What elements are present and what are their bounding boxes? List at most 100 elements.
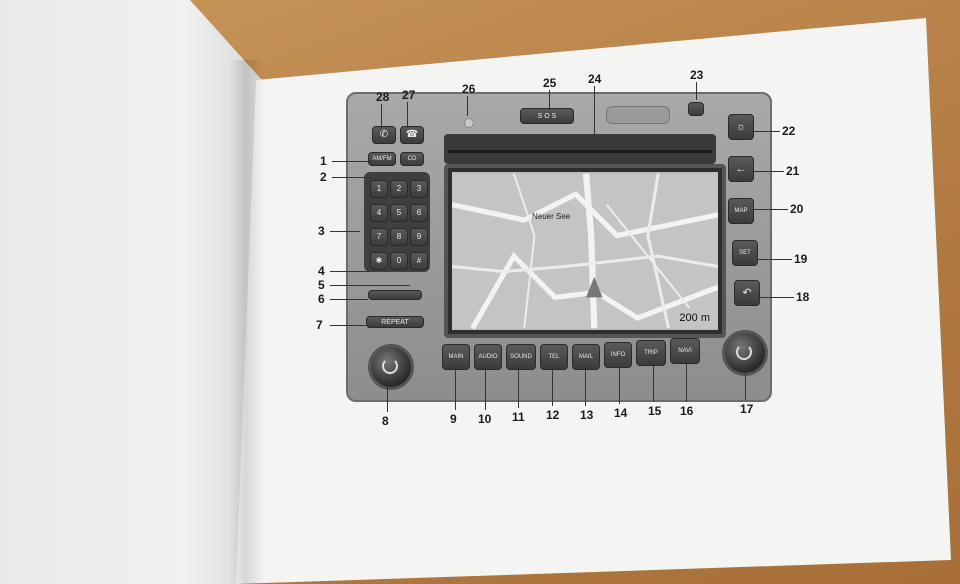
sound-button[interactable]: SOUND bbox=[506, 344, 536, 370]
leader-6 bbox=[330, 299, 368, 300]
leader-12 bbox=[552, 368, 553, 406]
sos-button[interactable]: S O S bbox=[520, 108, 574, 124]
key-3[interactable]: 3 bbox=[410, 180, 428, 198]
callout-21: 21 bbox=[786, 164, 800, 178]
eject-button[interactable] bbox=[688, 102, 704, 116]
callout-22: 22 bbox=[782, 124, 796, 138]
leader-3 bbox=[330, 231, 360, 232]
brightness-icon: ☼ bbox=[735, 120, 747, 133]
callout-25: 25 bbox=[543, 76, 557, 90]
callout-24: 24 bbox=[588, 72, 602, 86]
leader-16 bbox=[686, 362, 687, 402]
map-scale: 200 m bbox=[679, 312, 710, 324]
brightness-button[interactable]: ☼ bbox=[728, 114, 754, 140]
call-end-button[interactable]: ☎ bbox=[400, 126, 424, 144]
map-button[interactable]: MAP bbox=[728, 198, 754, 224]
leader-22 bbox=[752, 131, 780, 132]
callout-15: 15 bbox=[648, 404, 662, 418]
navi-button[interactable]: NAVI bbox=[670, 338, 700, 364]
callout-5: 5 bbox=[318, 278, 325, 292]
callout-9: 9 bbox=[450, 412, 457, 426]
leader-8 bbox=[387, 384, 388, 412]
leader-20 bbox=[754, 209, 788, 210]
volume-rocker[interactable] bbox=[368, 290, 422, 300]
navigation-screen: Neuer See 200 m bbox=[444, 164, 726, 338]
callout-27: 27 bbox=[402, 88, 416, 102]
callout-8: 8 bbox=[382, 414, 389, 428]
leader-2 bbox=[332, 177, 372, 178]
map-place-label: Neuer See bbox=[532, 212, 571, 221]
leader-13 bbox=[585, 368, 586, 406]
callout-16: 16 bbox=[680, 404, 694, 418]
back-button[interactable]: ← bbox=[728, 156, 754, 182]
key-1[interactable]: 1 bbox=[370, 180, 388, 198]
light-sensor bbox=[464, 118, 474, 128]
phone-end-icon: ☎ bbox=[405, 129, 419, 140]
cd-button[interactable]: CD bbox=[400, 152, 424, 166]
map-view[interactable]: Neuer See 200 m bbox=[452, 172, 718, 330]
callout-10: 10 bbox=[478, 412, 492, 426]
leader-11 bbox=[518, 368, 519, 408]
callout-6: 6 bbox=[318, 292, 325, 306]
leader-9 bbox=[455, 368, 456, 410]
tel-button[interactable]: TEL bbox=[540, 344, 568, 370]
manual-left-page bbox=[0, 0, 262, 584]
key-9[interactable]: 9 bbox=[410, 228, 428, 246]
left-rotary-knob[interactable] bbox=[368, 344, 414, 390]
map-roads bbox=[452, 173, 718, 330]
callout-4: 4 bbox=[318, 264, 325, 278]
call-accept-button[interactable]: ✆ bbox=[372, 126, 396, 144]
callout-28: 28 bbox=[376, 90, 390, 104]
cd-slot-opening bbox=[448, 150, 712, 153]
right-rotary-knob[interactable] bbox=[722, 330, 768, 376]
callout-17: 17 bbox=[740, 402, 754, 416]
leader-7 bbox=[330, 325, 366, 326]
audio-button[interactable]: AUDIO bbox=[474, 344, 502, 370]
mail-button[interactable]: MAIL bbox=[572, 344, 600, 370]
leader-15 bbox=[653, 364, 654, 402]
leader-1 bbox=[332, 161, 372, 162]
cd-slot bbox=[444, 134, 716, 164]
key-2[interactable]: 2 bbox=[390, 180, 408, 198]
leader-26 bbox=[467, 96, 468, 116]
book-gutter bbox=[228, 60, 264, 584]
leader-24 bbox=[594, 86, 595, 140]
key-hash[interactable]: # bbox=[410, 252, 428, 270]
trip-button[interactable]: TRIP bbox=[636, 340, 666, 366]
return-icon: ↶ bbox=[742, 286, 752, 299]
main-button[interactable]: MAIN bbox=[442, 344, 470, 370]
return-button[interactable]: ↶ bbox=[734, 280, 760, 306]
leader-14 bbox=[619, 366, 620, 404]
leader-10 bbox=[485, 368, 486, 410]
display-window bbox=[606, 106, 670, 124]
callout-7: 7 bbox=[316, 318, 323, 332]
key-star[interactable]: ✱ bbox=[370, 252, 388, 270]
leader-25 bbox=[549, 90, 550, 110]
key-0[interactable]: 0 bbox=[390, 252, 408, 270]
repeat-button[interactable]: REPEAT bbox=[366, 316, 424, 328]
callout-18: 18 bbox=[796, 290, 810, 304]
leader-23 bbox=[696, 82, 697, 100]
key-5[interactable]: 5 bbox=[390, 204, 408, 222]
callout-11: 11 bbox=[512, 410, 525, 424]
leader-21 bbox=[752, 171, 784, 172]
set-button[interactable]: SET bbox=[732, 240, 758, 266]
leader-18 bbox=[760, 297, 794, 298]
am-fm-button[interactable]: AM/FM bbox=[368, 152, 396, 166]
key-6[interactable]: 6 bbox=[410, 204, 428, 222]
callout-26: 26 bbox=[462, 82, 476, 96]
key-7[interactable]: 7 bbox=[370, 228, 388, 246]
callout-3: 3 bbox=[318, 224, 325, 238]
key-8[interactable]: 8 bbox=[390, 228, 408, 246]
callout-13: 13 bbox=[580, 408, 594, 422]
leader-17 bbox=[745, 370, 746, 400]
key-4[interactable]: 4 bbox=[370, 204, 388, 222]
callout-12: 12 bbox=[546, 408, 560, 422]
callout-19: 19 bbox=[794, 252, 808, 266]
callout-2: 2 bbox=[320, 170, 327, 184]
leader-28 bbox=[381, 104, 382, 128]
leader-4 bbox=[330, 271, 370, 272]
callout-20: 20 bbox=[790, 202, 804, 216]
callout-14: 14 bbox=[614, 406, 628, 420]
info-button[interactable]: INFO bbox=[604, 342, 632, 368]
